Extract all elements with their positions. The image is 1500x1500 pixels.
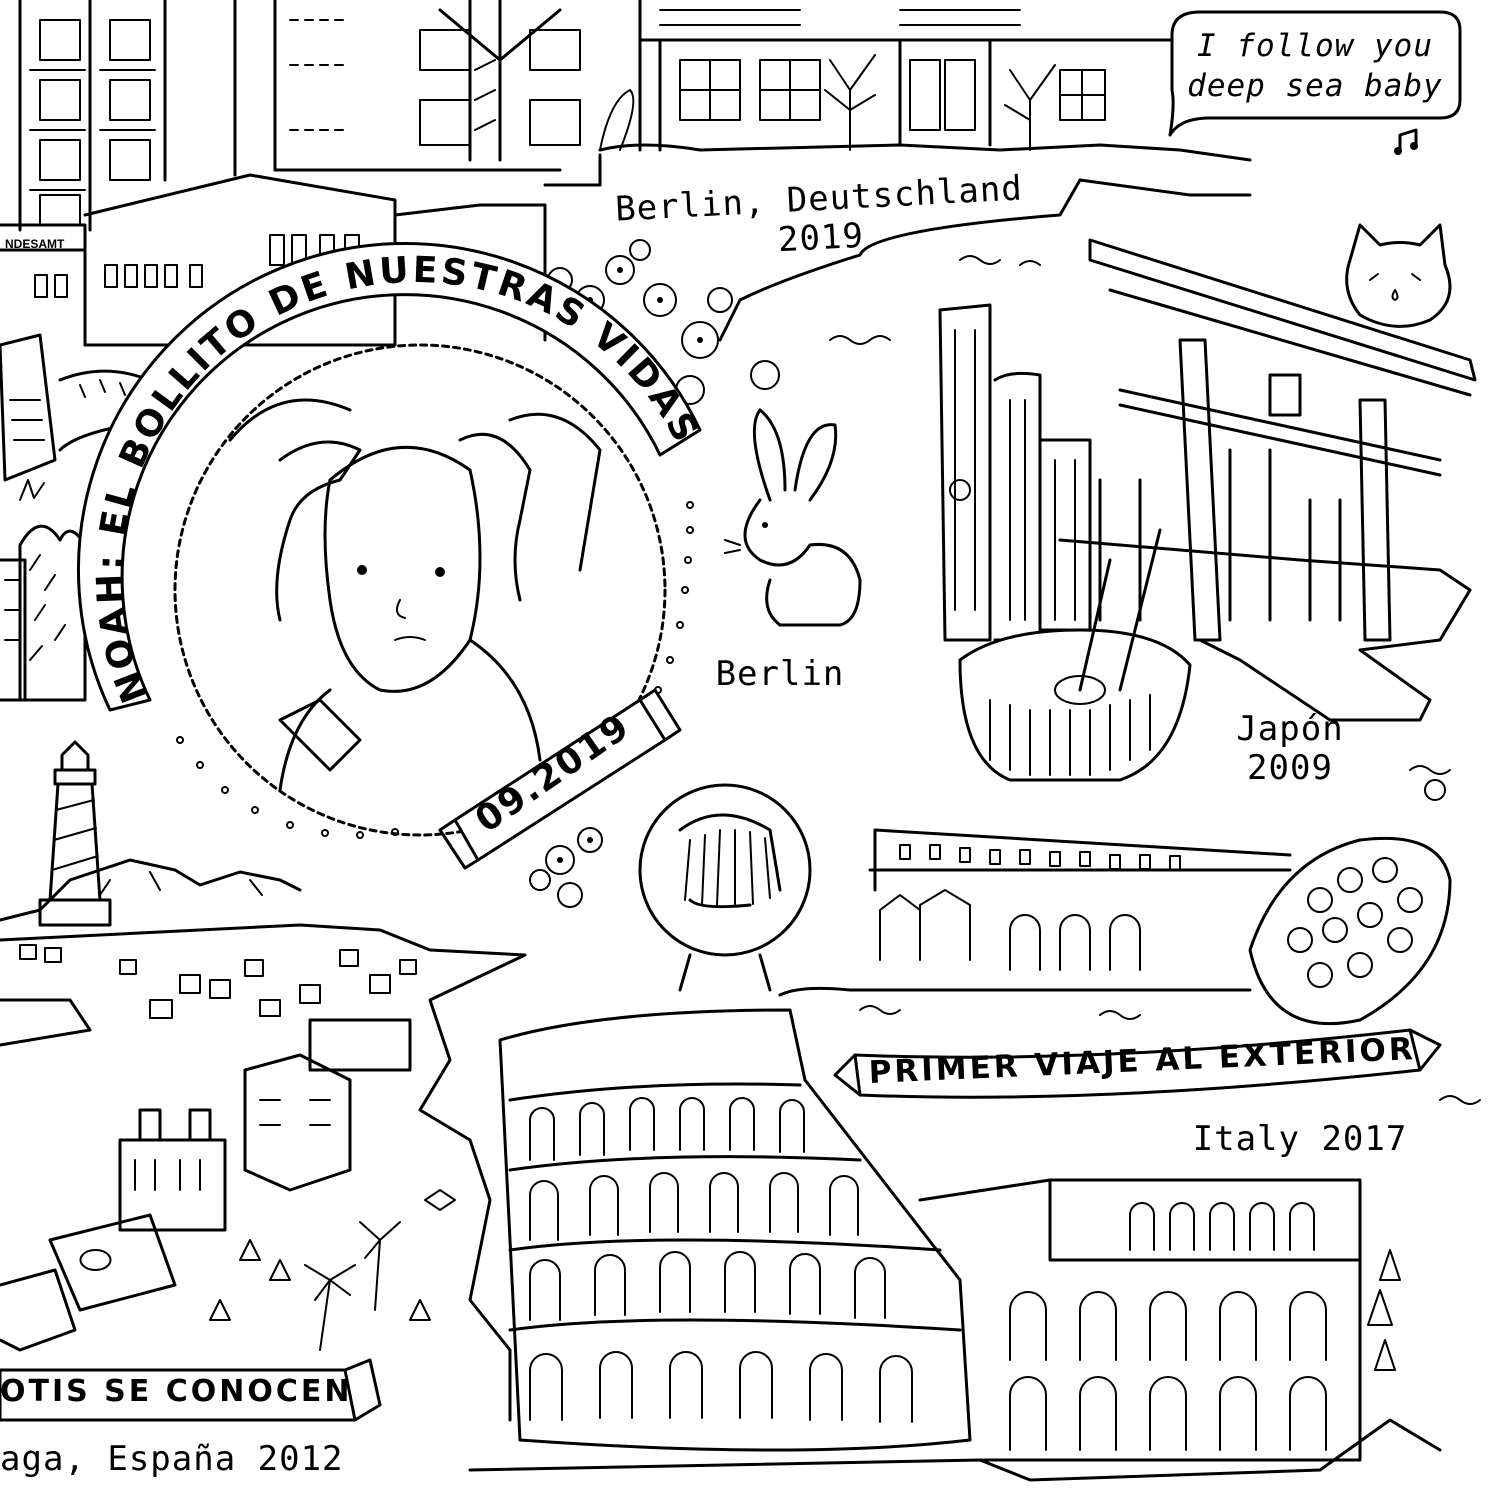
noah-banner-ribbon: NOAH: EL BOLLITO DE NUESTRAS VIDAS [76,241,704,712]
baby-portrait-icon [173,343,667,837]
italy-arcade-building-icon [918,1178,1401,1462]
ramen-bowl-icon [958,528,1192,782]
berlin-tower-building-icon [18,0,581,232]
berlin-street-shape [543,153,1252,342]
espana-label: aga, España 2012 [0,1439,344,1479]
gift-box-icon [438,0,562,162]
speech-bubble-text: I follow you deep sea baby [1180,26,1450,107]
lighthouse-icon [38,740,112,927]
japon-label: Japón 2009 [1195,709,1385,789]
dotted-path [176,501,694,839]
left-shrubs-icon [0,479,87,702]
japon-place: Japón [1236,709,1344,749]
malaga-mountains-icon [0,858,302,922]
italy-label: Italy 2017 [1192,1119,1408,1159]
speech-bubble-line-1: I follow you [1197,28,1433,64]
document-icon [0,333,57,482]
speech-bubble-line-2: deep sea baby [1187,68,1443,105]
wave-marks [829,255,1481,1105]
malaga-city-icon [0,923,527,1422]
berlin-street-houses-icon [598,0,1252,162]
italy-ground-shape [468,1418,1442,1482]
speech-bubble [1168,10,1462,137]
dog-medallion-icon [638,783,812,992]
rabbit-icon [724,408,862,627]
landesamt-sign-text: NDESAMT [5,237,65,251]
se-conocen-banner-text: OTIS SE CONOCEN [0,1374,353,1409]
japan-towers-icon [938,303,1092,642]
japon-year: 2009 [1247,748,1333,789]
colosseum-icon [498,1008,972,1452]
italy-bridge-houses-icon [778,828,1292,997]
music-note-icon [1394,128,1418,155]
torii-gate-icon [1088,238,1477,642]
olive-dish-icon [1248,779,1452,1026]
flower-cluster-bottom-icon [529,827,603,908]
japan-shrine-columns-icon [1058,448,1472,722]
berlin-small-label: Berlin [715,654,845,694]
primer-viaje-banner-ribbon [833,1028,1442,1099]
se-conocen-banner-ribbon [0,1358,382,1422]
cat-icon [1345,223,1452,328]
